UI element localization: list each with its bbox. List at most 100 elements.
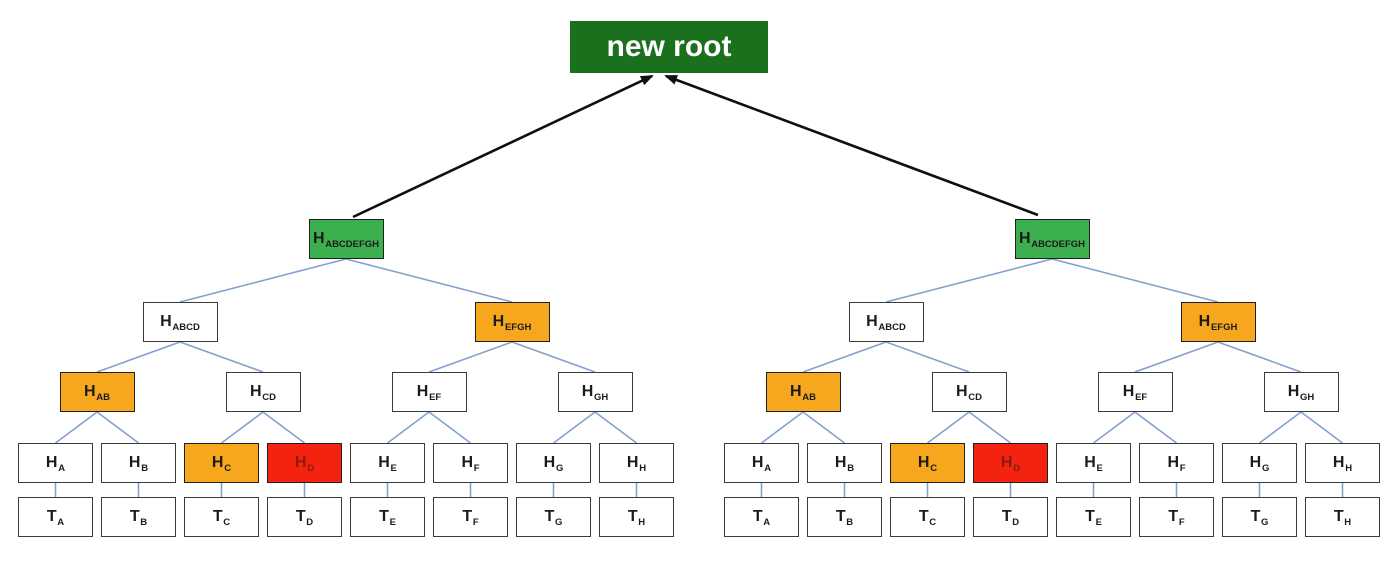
node-label-subscript: B <box>140 516 148 528</box>
node-label-subscript: G <box>1261 462 1270 474</box>
node-label-prefix: H <box>416 383 429 400</box>
node-label-subscript: F <box>1179 462 1186 474</box>
edge-l2-child <box>387 411 430 444</box>
node-label-prefix: H <box>1084 454 1096 471</box>
edge-l2-child <box>1093 411 1136 444</box>
node-label-subscript: C <box>930 462 938 474</box>
node-label-prefix: H <box>1287 383 1300 400</box>
node-label-prefix: H <box>1167 454 1180 471</box>
node-label-subscript: E <box>390 462 397 474</box>
node-label-prefix: T <box>295 508 306 525</box>
node-label-subscript: B <box>847 462 855 474</box>
node-label-prefix: T <box>1085 508 1096 525</box>
node-label-prefix: H <box>84 383 96 400</box>
edge-l2-child <box>761 411 804 444</box>
node-label-subscript: D <box>306 516 314 528</box>
node-label-subscript: C <box>224 462 232 474</box>
node-label-subscript: ABCD <box>878 321 906 333</box>
node-label-prefix: T <box>462 508 473 525</box>
node-label-prefix: H <box>790 383 802 400</box>
node-label-subscript: GH <box>1300 391 1315 403</box>
node-label-prefix: H <box>250 383 262 400</box>
node-label-subscript: B <box>846 516 854 528</box>
node-label-prefix: T <box>544 508 555 525</box>
arrow-right-tree-to-new-root <box>664 74 1039 217</box>
edge-l1-child <box>1217 341 1302 373</box>
node-label-prefix: H <box>956 383 968 400</box>
node-label-subscript: D <box>1012 516 1020 528</box>
node-label-prefix: T <box>129 508 140 525</box>
edge-l2-child <box>221 411 264 444</box>
node-label-prefix: H <box>581 383 594 400</box>
node-label-subscript: ABCDEFGH <box>325 238 380 250</box>
edge-root-child <box>885 258 1053 303</box>
node-label-subscript: C <box>223 516 231 528</box>
node-label-prefix: H <box>128 454 141 471</box>
node-label-subscript: H <box>1345 462 1353 474</box>
node-label-prefix: H <box>543 454 556 471</box>
node-label-prefix: T <box>918 508 929 525</box>
node-label-subscript: A <box>764 462 772 474</box>
node-label-subscript: E <box>389 516 396 528</box>
node-label-prefix: H <box>294 454 307 471</box>
node-label-subscript: EF <box>1135 391 1148 403</box>
node-label-prefix: H <box>1249 454 1262 471</box>
node-label-prefix: H <box>626 454 639 471</box>
node-label-prefix: H <box>461 454 474 471</box>
node-label-prefix: H <box>1018 230 1031 247</box>
edge-l2-child <box>594 411 637 444</box>
edge-root-child <box>345 258 513 303</box>
edge-l1-child <box>802 341 887 373</box>
node-label-prefix: T <box>752 508 763 525</box>
node-label-prefix: T <box>627 508 638 525</box>
edge-l2-child <box>1259 411 1302 444</box>
node-label-prefix: H <box>917 454 930 471</box>
edge-l2-child <box>1134 411 1177 444</box>
node-label-subscript: AB <box>802 391 816 403</box>
edge-l2-child <box>262 411 305 444</box>
node-label-subscript: H <box>1344 516 1352 528</box>
node-label-subscript: H <box>638 516 646 528</box>
new-root-box: new root <box>570 21 768 73</box>
edge-l2-child <box>96 411 139 444</box>
node-label-subscript: ABCDEFGH <box>1031 238 1086 250</box>
node-label-prefix: H <box>160 313 172 330</box>
edge-l1-child <box>1134 341 1219 373</box>
node-label-subscript: GH <box>594 391 609 403</box>
node-label-subscript: F <box>473 462 480 474</box>
node-label-subscript: EF <box>429 391 442 403</box>
node-label-prefix: H <box>1332 454 1345 471</box>
edge-l2-child <box>428 411 471 444</box>
node-label-prefix: H <box>1122 383 1135 400</box>
edge-l1-child <box>428 341 513 373</box>
